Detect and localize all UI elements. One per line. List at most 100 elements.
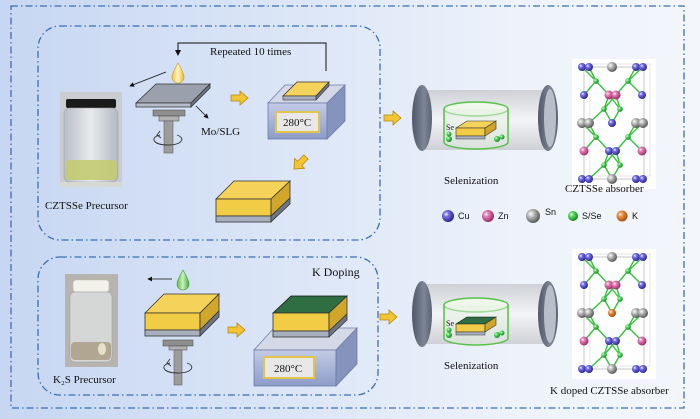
cu-atom [608, 119, 616, 127]
zn-atom [637, 336, 647, 346]
cu-atom [585, 175, 593, 183]
k-atom [608, 309, 616, 317]
sse-atom [593, 268, 599, 274]
selenization-label-top: Selenization [444, 175, 499, 187]
sse-atom [625, 134, 631, 140]
czts-precursor-jar [60, 92, 122, 187]
sn-atom [638, 118, 648, 128]
sse-atom [593, 78, 599, 84]
cu-atom [638, 91, 646, 99]
se-label-top: Se [446, 123, 454, 132]
czts-precursor-label: CZTSSe Precursor [45, 200, 128, 212]
cu-atom [632, 175, 640, 183]
cu-atom [632, 253, 640, 261]
sse-atom [625, 268, 631, 274]
hotplate-bottom [253, 295, 358, 387]
legend-item-cu: Cu [442, 210, 470, 222]
zn-atom [611, 280, 621, 290]
sse-atom [625, 78, 631, 84]
k-doping-title: K Doping [312, 265, 360, 279]
zn-atom [579, 146, 589, 156]
flow-arrow-1 [230, 90, 249, 106]
sse-atom [593, 134, 599, 140]
cu-atom [639, 365, 647, 373]
zn-atom [604, 90, 614, 100]
repeat-loop-arrow [175, 42, 327, 71]
sse-atom [601, 352, 607, 358]
sse-atom [625, 324, 631, 330]
sse-atom-icon [568, 211, 578, 221]
sn-atom-icon [526, 209, 540, 223]
svg-text:K: K [632, 211, 638, 221]
sse-atom [617, 106, 623, 112]
spin-coater [134, 83, 211, 154]
svg-text:Sn: Sn [545, 207, 556, 217]
legend-item-sse: S/Se [568, 211, 602, 221]
cu-atom [578, 365, 586, 373]
cu-atom [612, 147, 620, 155]
sse-atom [601, 296, 607, 302]
cu-atom [632, 365, 640, 373]
sn-atom [607, 62, 617, 72]
outer-frame [10, 5, 685, 409]
repeat-label: Repeated 10 times [210, 46, 291, 58]
zn-atom [637, 146, 647, 156]
cu-atom [585, 365, 593, 373]
svg-text:Zn: Zn [498, 211, 509, 221]
k-atom-icon [616, 210, 628, 222]
czts-absorber-label: CZTSSe absorber [565, 183, 644, 195]
sn-atom [577, 308, 587, 318]
legend-item-zn: Zn [482, 210, 509, 222]
flow-arrow-4 [227, 322, 246, 338]
se-label-bottom: Se [446, 319, 454, 328]
sn-atom [631, 308, 641, 318]
cu-atom [585, 253, 593, 261]
selenization-label-bottom: Selenization [444, 360, 499, 372]
zn-atom-icon [482, 210, 494, 222]
sse-atom [593, 324, 599, 330]
sn-atom [577, 118, 587, 128]
hotplate-top-temp: 280°C [283, 117, 311, 129]
sn-atom [631, 118, 641, 128]
cu-atom [632, 63, 640, 71]
flow-arrow-2 [288, 151, 312, 175]
top-panel-frame [37, 25, 381, 241]
sse-atom [601, 162, 607, 168]
cu-atom [639, 253, 647, 261]
sse-atom [601, 106, 607, 112]
substrate-pointer [195, 105, 209, 119]
selenization-furnace-bottom [412, 281, 558, 347]
cu-atom [578, 253, 586, 261]
sn-atom [584, 118, 594, 128]
cu-atom [578, 175, 586, 183]
flow-arrow-5 [379, 309, 398, 325]
cu-atom [580, 281, 588, 289]
legend-item-sn: Sn [526, 207, 556, 223]
k-doped-absorber-label: K doped CZTSSe absorber [550, 385, 669, 397]
legend-item-k: K [616, 210, 638, 222]
sse-atom [617, 352, 623, 358]
sse-atom [617, 296, 623, 302]
substrate-label: Mo/SLG [201, 126, 240, 138]
k-doped-crystal-structure [572, 249, 656, 379]
sn-atom [584, 308, 594, 318]
czts-crystal-structure [572, 59, 656, 189]
selenization-furnace-top [412, 85, 558, 151]
hotplate-bottom-temp: 280°C [274, 363, 302, 375]
cu-atom [612, 337, 620, 345]
cu-atom [605, 147, 613, 155]
k2s-drop-icon [176, 269, 190, 291]
svg-text:Cu: Cu [458, 211, 470, 221]
sn-atom [638, 308, 648, 318]
hotplate-top [267, 81, 346, 140]
sse-atom [617, 162, 623, 168]
sn-atom [607, 252, 617, 262]
sn-atom [607, 174, 617, 184]
cu-atom [580, 91, 588, 99]
cu-atom [639, 63, 647, 71]
cu-atom [585, 63, 593, 71]
k2s-precursor-jar [65, 274, 118, 367]
cu-atom [578, 63, 586, 71]
cu-atom [605, 337, 613, 345]
